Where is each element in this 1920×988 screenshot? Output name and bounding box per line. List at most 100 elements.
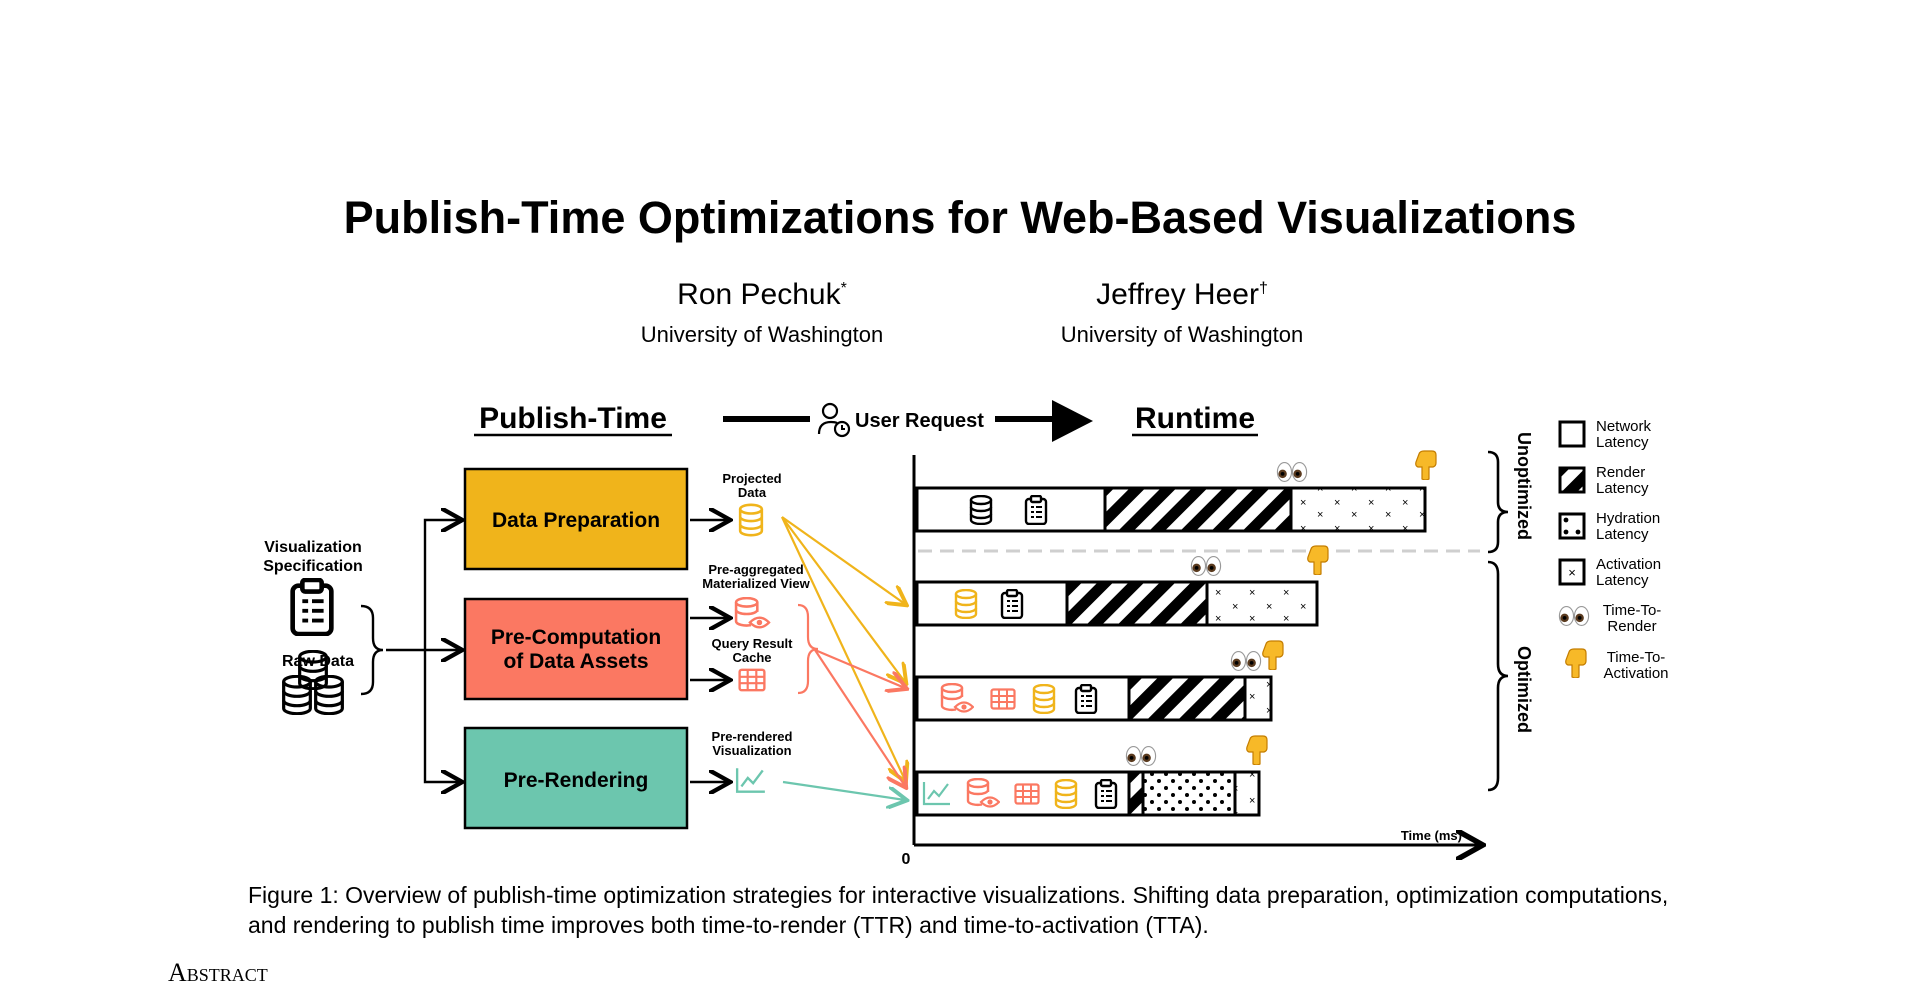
author-mark: * bbox=[840, 280, 847, 297]
network-latency-segment bbox=[915, 486, 1107, 533]
spec-label-line1: Visualization bbox=[264, 539, 362, 556]
unoptimized-label: Unoptimized bbox=[1514, 432, 1534, 540]
red-assets-brace bbox=[797, 603, 819, 695]
network-latency-icon bbox=[1558, 420, 1586, 448]
paper-title: Publish-Time Optimizations for Web-Based… bbox=[343, 192, 1577, 243]
stage-label: Data Preparation bbox=[492, 509, 660, 532]
legend-label: Hydration bbox=[1596, 510, 1660, 527]
runtime-heading: Runtime bbox=[1135, 402, 1255, 435]
activation-latency-segment bbox=[1243, 675, 1273, 722]
pointing-hand-icon bbox=[1415, 450, 1437, 480]
legend-label: Activation bbox=[1596, 556, 1661, 573]
legend-label: Latency bbox=[1596, 434, 1649, 451]
dot bbox=[1563, 529, 1569, 535]
pointing-hand-icon bbox=[1262, 640, 1284, 670]
stage-box bbox=[463, 726, 689, 830]
spec-label-line2: Specification bbox=[263, 558, 363, 575]
figure-caption: Figure 1: Overview of publish-time optim… bbox=[248, 882, 1669, 938]
eyes-icon bbox=[1125, 745, 1157, 767]
flow-arrow-teal bbox=[782, 780, 905, 800]
cache-label-line1: Query Result bbox=[712, 636, 794, 651]
stage-label: Pre-Rendering bbox=[504, 769, 649, 792]
flow-arrow-yellow bbox=[781, 516, 905, 604]
timeline-row-optimized-3 bbox=[915, 735, 1268, 817]
abstract-heading: Abstract bbox=[168, 958, 268, 987]
projected-label-line2: Data bbox=[738, 485, 767, 500]
stage-box bbox=[463, 467, 689, 571]
render-latency-segment bbox=[1103, 486, 1293, 533]
prerendered-chart-icon bbox=[735, 766, 767, 794]
preagg-label-line1: Pre-aggregated bbox=[708, 562, 803, 577]
user-request-label: User Request bbox=[855, 410, 984, 432]
legend: Network Latency Render Latency Hydration… bbox=[1558, 418, 1669, 682]
timeline-row-unoptimized bbox=[915, 450, 1437, 533]
hydration-latency-icon bbox=[1558, 512, 1586, 540]
legend-label: Render bbox=[1607, 618, 1656, 635]
optimized-label: Optimized bbox=[1514, 646, 1534, 733]
stage-label: of Data Assets bbox=[503, 650, 648, 673]
arrow-to-prerender bbox=[423, 650, 460, 782]
legend-label: Latency bbox=[1596, 526, 1649, 543]
optimized-brace bbox=[1487, 560, 1509, 792]
author-mark: † bbox=[1258, 280, 1268, 297]
activation-latency-icon bbox=[1558, 558, 1586, 586]
materialized-view-icon bbox=[734, 597, 771, 629]
legend-label: Network bbox=[1596, 418, 1652, 435]
stage-data-preparation: Data Preparation bbox=[463, 467, 689, 571]
publish-time-heading: Publish-Time bbox=[479, 402, 667, 435]
prerendered-label-line2: Visualization bbox=[712, 743, 791, 758]
unoptimized-brace bbox=[1487, 450, 1509, 554]
stage-label: Pre-Computation bbox=[491, 626, 661, 649]
legend-label: Time-To- bbox=[1607, 649, 1666, 666]
legend-label: Activation bbox=[1603, 665, 1668, 682]
axis-origin-label: 0 bbox=[902, 851, 911, 868]
eyes-icon bbox=[1230, 650, 1262, 672]
timeline-row-optimized-2 bbox=[915, 640, 1284, 722]
flow-arrows bbox=[781, 516, 905, 800]
pointing-hand-icon bbox=[1307, 545, 1329, 575]
timeline-row-optimized-1 bbox=[915, 545, 1329, 627]
prerendered-label-line1: Pre-rendered bbox=[712, 729, 793, 744]
activation-latency-segment bbox=[1289, 486, 1427, 533]
projected-data-icon bbox=[738, 503, 764, 537]
render-latency-segment bbox=[1127, 770, 1145, 817]
render-latency-icon bbox=[1558, 466, 1586, 494]
eyes-icon bbox=[1276, 461, 1308, 483]
cache-label-line2: Cache bbox=[732, 650, 771, 665]
preagg-label-line2: Materialized View bbox=[702, 576, 810, 591]
flow-arrow-red bbox=[814, 649, 905, 786]
legend-label: Time-To- bbox=[1603, 602, 1662, 619]
arrow-to-dataprep bbox=[423, 520, 460, 650]
activation-latency-segment bbox=[1205, 580, 1319, 627]
flow-arrow-red bbox=[814, 648, 905, 688]
user-request-arrowhead bbox=[1052, 400, 1093, 442]
dot bbox=[1563, 517, 1569, 523]
query-cache-icon bbox=[738, 668, 766, 692]
dot bbox=[1575, 529, 1581, 535]
author-affiliation: University of Washington bbox=[1060, 322, 1304, 347]
stage-pre-computation: Pre-Computation of Data Assets bbox=[463, 597, 689, 701]
hydration-latency-segment bbox=[1141, 770, 1237, 817]
legend-label: Latency bbox=[1596, 572, 1649, 589]
author-affiliation: University of Washington bbox=[640, 322, 884, 347]
stage-box bbox=[463, 597, 689, 701]
flow-arrow-yellow bbox=[781, 516, 905, 682]
legend-label: Latency bbox=[1596, 480, 1649, 497]
eyes-icon bbox=[1190, 555, 1222, 577]
author-name: Ron Pechuk bbox=[677, 278, 841, 311]
author-name: Jeffrey Heer bbox=[1096, 278, 1259, 311]
flow-arrow-yellow bbox=[781, 516, 905, 780]
overview-figure: × × bbox=[263, 400, 1669, 868]
eyes-icon bbox=[1558, 605, 1590, 627]
render-latency-segment bbox=[1065, 580, 1209, 627]
legend-label: Render bbox=[1596, 464, 1645, 481]
cross-mark: × bbox=[1568, 565, 1576, 580]
projected-label-line1: Projected bbox=[722, 471, 781, 486]
inputs-brace bbox=[360, 604, 384, 696]
pointing-hand-icon bbox=[1246, 735, 1268, 765]
clipboard-icon bbox=[293, 580, 332, 634]
render-latency-segment bbox=[1127, 675, 1247, 722]
author-1: Ron Pechuk* University of Washington bbox=[562, 278, 962, 348]
user-clock-icon bbox=[817, 402, 851, 438]
x-axis-label: Time (ms) bbox=[1401, 828, 1462, 843]
